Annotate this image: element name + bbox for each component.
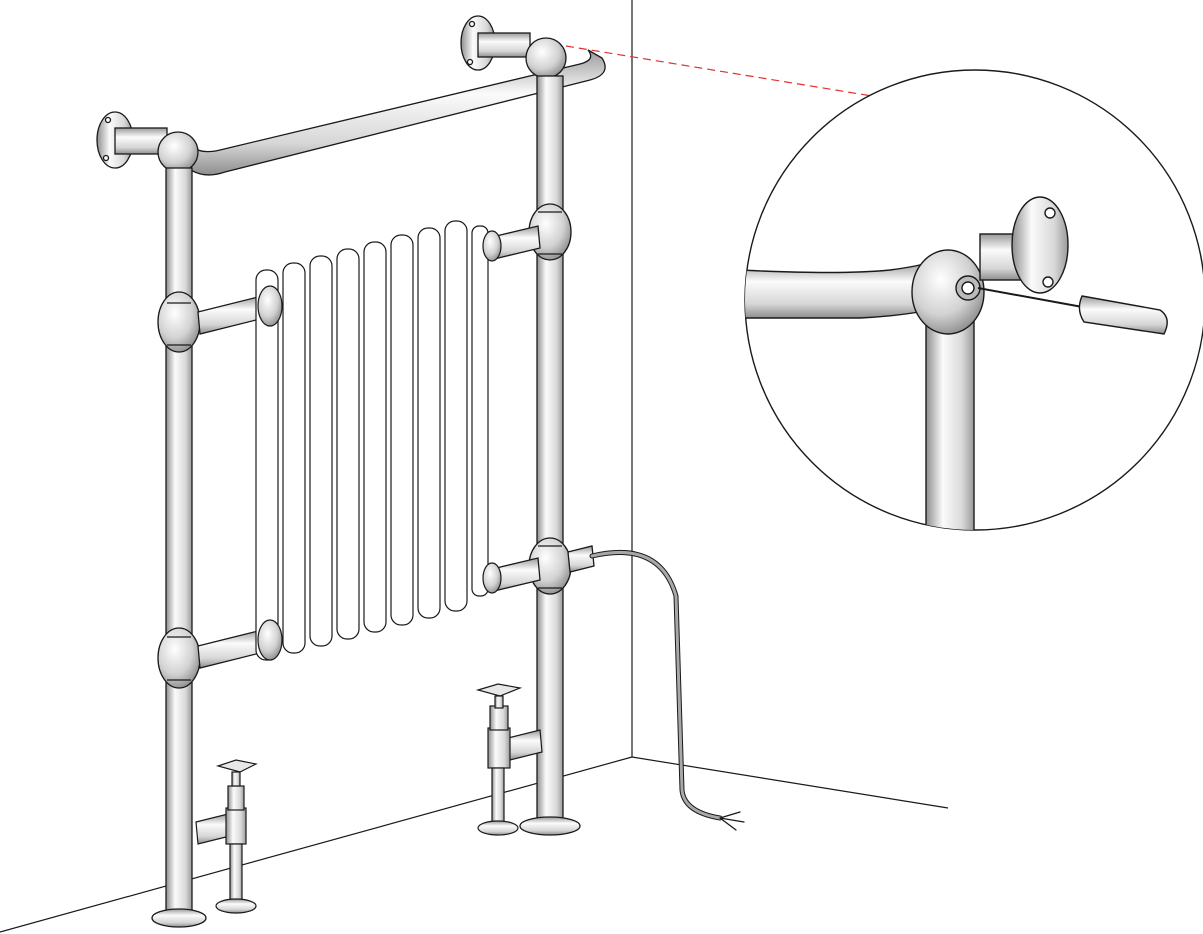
wall-mount-bracket-icon — [460, 15, 567, 79]
floor-line-right — [631, 756, 949, 809]
radiator-valve-icon — [195, 759, 258, 914]
radiator-valve-icon — [475, 683, 543, 836]
right-post — [519, 75, 581, 836]
top-towel-rail — [177, 49, 606, 176]
wall-mount-bracket-icon — [96, 111, 199, 173]
left-post — [151, 167, 207, 928]
floor-line-left — [0, 756, 633, 933]
detail-leader-line — [565, 45, 873, 97]
room-outline — [0, 0, 949, 933]
electric-cable-icon — [589, 550, 745, 831]
detail-magnifier-icon — [744, 69, 1203, 531]
screwdriver-icon — [977, 287, 1168, 335]
radiator-body — [255, 220, 502, 661]
